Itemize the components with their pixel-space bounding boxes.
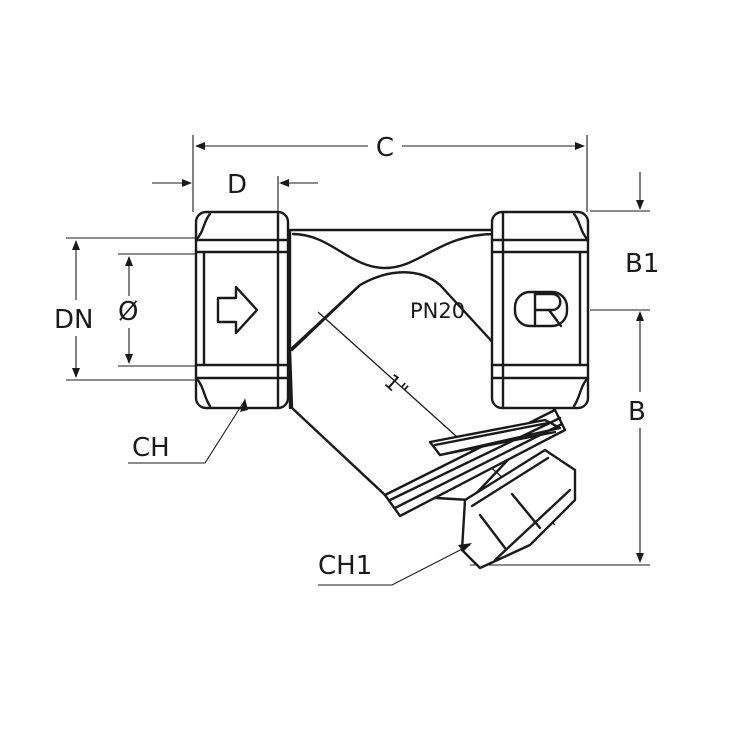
leader-ch1: CH1: [318, 543, 472, 586]
callout-label-ch1: CH1: [318, 551, 372, 581]
dimension-label-b1: B1: [625, 249, 659, 279]
left-hex-connection: [194, 210, 290, 410]
leader-ch: CH: [128, 398, 248, 464]
dimension-label-d: D: [227, 170, 247, 200]
dimension-d: D: [152, 170, 318, 212]
dimension-b1: B1: [590, 172, 659, 348]
dimension-label-b: B: [628, 397, 646, 427]
dimension-b: B: [470, 348, 650, 566]
callout-label-ch: CH: [132, 433, 170, 463]
dimension-dn: DN: [54, 237, 196, 381]
manufacturer-logo: DR: [513, 290, 569, 328]
pressure-rating-text: PN20: [410, 299, 465, 323]
filter-cap: [383, 408, 577, 570]
dimension-label-diameter: Ø: [118, 297, 138, 327]
dimension-c: C: [192, 133, 588, 212]
dimension-label-dn: DN: [54, 305, 93, 335]
right-hex-connection: DR: [490, 210, 590, 410]
dimension-label-c: C: [376, 133, 394, 163]
flow-direction-arrow-icon: [216, 285, 259, 335]
drain-hex-nut: [460, 448, 577, 570]
